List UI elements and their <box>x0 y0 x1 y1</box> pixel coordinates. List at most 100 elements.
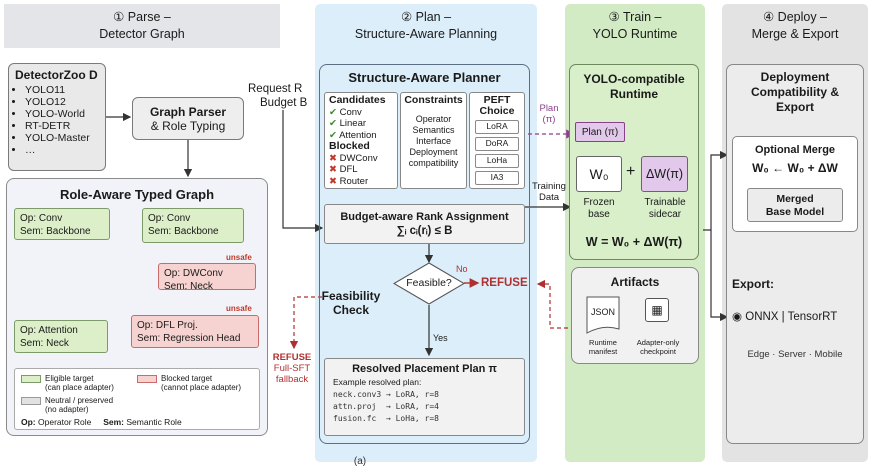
checkpoint-line-2: checkpoint <box>640 347 676 356</box>
node-op: Op: DWConv <box>164 268 223 279</box>
constraint-item: compatibility <box>408 158 459 168</box>
graph-legend: Eligible target (can place adapter) Bloc… <box>14 368 260 430</box>
refuse-label: REFUSE <box>481 277 528 289</box>
checkpoint-line-1: Adapter-only <box>636 338 680 347</box>
node-op: Op: Attention <box>20 325 78 336</box>
plan-line: attn.proj → LoRA, r=4 <box>333 402 439 411</box>
legend-blocked-label: Blocked target (cannot place adapter) <box>161 374 241 392</box>
deploy-title-1: Deployment <box>760 70 830 84</box>
plus-sign: + <box>626 163 636 180</box>
constraint-item: Deployment <box>409 147 458 157</box>
base-word: base <box>588 209 610 220</box>
data-word: Data <box>538 192 560 203</box>
plan-header: ② Plan – Structure-Aware Planning <box>315 4 537 48</box>
legend-eligible-text: Eligible target <box>45 374 94 383</box>
peft-option: LoHa <box>475 154 519 168</box>
plan-line: fusion.fc → LoHa, r=8 <box>333 414 439 423</box>
zoo-item: RT-DETR <box>25 120 99 132</box>
runtime-equation: W = W₀ + ΔW(π) <box>585 235 683 249</box>
train-header-title: ③ Train – <box>608 10 662 24</box>
trainable-sidecar-label: Trainable sidecar <box>634 197 696 221</box>
runtime-title: YOLO-compatible Runtime <box>570 72 698 102</box>
arrow-runtime-to-export <box>710 230 729 322</box>
yes-label: Yes <box>433 333 448 343</box>
feasible-label: Feasible? <box>406 277 452 289</box>
typed-graph-title: Role-Aware Typed Graph <box>59 187 215 202</box>
constraint-item: Semantics <box>412 125 455 135</box>
export-label: Export: <box>732 277 774 291</box>
runtime-plan-box: Plan (π) <box>575 122 625 142</box>
check-icon: ✔ <box>329 118 337 129</box>
graph-parser-subtitle: & Role Typing <box>150 119 226 133</box>
arrow-refuse-fallback <box>289 296 322 350</box>
frozen-word: Frozen <box>583 197 615 208</box>
peft-choice-box: PEFT Choice LoRA DoRA LoHa IA3 <box>469 92 525 189</box>
export-formats-text: ONNX | TensorRT <box>745 311 838 323</box>
resolved-plan-box: Resolved Placement Plan π Example resolv… <box>324 358 525 436</box>
graph-node-dwconv: Op: DWConv Sem: Neck <box>158 263 256 292</box>
json-document-icon <box>586 296 620 334</box>
detector-zoo-title: DetectorZoo D <box>15 68 98 82</box>
arrow-artifacts-to-refuse <box>536 279 568 329</box>
manifest-line-1: Runtime <box>589 338 617 347</box>
graph-parser-box: Graph Parser & Role Typing <box>132 97 244 140</box>
export-targets: Edge · Server · Mobile <box>747 349 843 360</box>
trainable-word: Trainable <box>644 197 686 208</box>
blocked-label: DWConv <box>339 152 378 164</box>
zoo-item: YOLO-Master <box>25 132 99 144</box>
request-label: Request R <box>248 83 303 95</box>
w0-box: W₀ <box>576 156 622 192</box>
node-sem: Sem: Backbone <box>148 226 219 237</box>
blocked-label: Router <box>339 175 369 187</box>
runtime-manifest-label: Runtime manifest <box>578 338 628 356</box>
optional-merge-title: Optional Merge <box>754 144 836 156</box>
constraint-item: Interface <box>415 136 452 146</box>
plan-arrow-pi: (π) <box>542 114 556 125</box>
node-op: Op: Conv <box>148 213 191 224</box>
constraints-title: Constraints <box>404 94 463 106</box>
detector-zoo-list: YOLO11 YOLO12 YOLO-World RT-DETR YOLO-Ma… <box>15 84 99 156</box>
planner-title: Structure-Aware Planner <box>348 70 501 85</box>
blocked-item: ✖ Router <box>329 176 393 188</box>
zoo-item: YOLO11 <box>25 84 99 96</box>
legend-eligible-sub: (can place adapter) <box>45 383 114 392</box>
graph-node-conv-2: Op: Conv Sem: Backbone <box>142 208 244 243</box>
legend-op-desc: Operator Role <box>38 417 92 427</box>
train-header: ③ Train – YOLO Runtime <box>565 4 705 48</box>
merged-line-1: Merged <box>776 193 814 205</box>
candidate-label: Linear <box>339 118 367 129</box>
legend-eligible-label: Eligible target (can place adapter) <box>45 374 114 392</box>
training-word: Training <box>532 181 566 192</box>
feasibility-word: Feasibility <box>321 289 381 303</box>
cross-icon: ✖ <box>329 164 337 175</box>
unsafe-label: unsafe <box>226 253 252 262</box>
runtime-title-1: YOLO-compatible <box>583 72 685 86</box>
rank-assignment-box: Budget-aware Rank Assignment ∑ᵢ cᵢ(rᵢ) ≤… <box>324 204 525 244</box>
check-icon: ✔ <box>329 129 337 141</box>
graph-node-attention: Op: Attention Sem: Neck <box>14 320 108 353</box>
blocked-title: Blocked <box>329 140 370 152</box>
detector-zoo-box: DetectorZoo D YOLO11 YOLO12 YOLO-World R… <box>8 63 106 171</box>
json-label: JSON <box>590 307 615 317</box>
blocked-item: ✖ DFL <box>329 164 393 176</box>
fallback-line-2: fallback <box>275 374 309 385</box>
delta-w-box: ΔW(π) <box>641 156 688 192</box>
arrow-runtime-to-deploy <box>703 150 729 231</box>
node-op: Op: DFL Proj. <box>137 320 198 331</box>
legend-blocked-text: Blocked target <box>161 374 213 383</box>
merge-equation: W₀ ← W₀ + ΔW <box>752 161 838 175</box>
train-header-subtitle: YOLO Runtime <box>592 27 678 41</box>
candidates-title: Candidates <box>329 94 386 106</box>
peft-option: IA3 <box>475 171 519 185</box>
graph-node-dfl: Op: DFL Proj. Sem: Regression Head <box>131 315 259 348</box>
resolved-plan-example: Example resolved plan: <box>333 377 422 387</box>
deploy-title: Deployment Compatibility & Export <box>727 70 863 115</box>
cross-icon: ✖ <box>329 152 337 164</box>
deploy-title-3: Export <box>775 100 814 114</box>
blocked-item: ✖ DWConv <box>329 153 393 165</box>
deploy-header-title: ④ Deploy – <box>762 10 827 24</box>
merged-base-model-box: Merged Base Model <box>747 188 843 222</box>
parse-header: ① Parse – Detector Graph <box>4 4 280 48</box>
parse-header-title: ① Parse – <box>113 10 171 24</box>
fallback-line-1: Full-SFT <box>273 363 311 374</box>
